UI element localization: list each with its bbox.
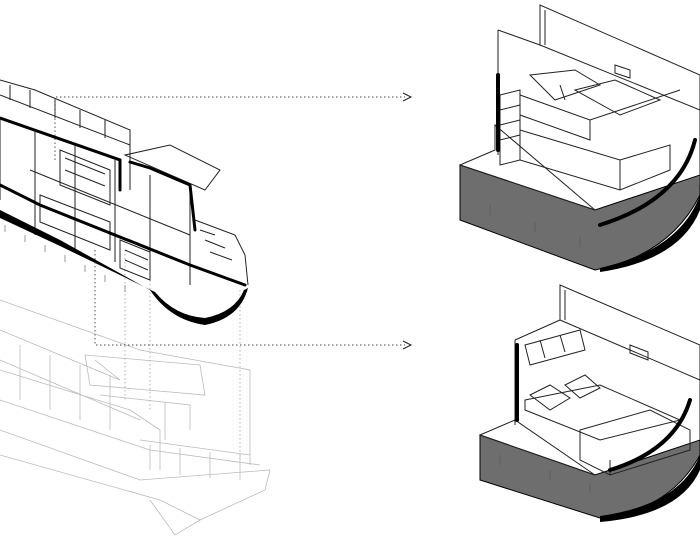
callout-arrow-bottom <box>94 250 413 350</box>
callout-arrow-top <box>54 92 413 160</box>
hull-cut <box>0 210 248 325</box>
ghost-boat <box>0 299 271 536</box>
cabin-module-bottom <box>478 284 700 522</box>
cabin-module-top <box>458 4 700 272</box>
projection-guides <box>124 250 241 460</box>
boat-section <box>0 79 249 325</box>
